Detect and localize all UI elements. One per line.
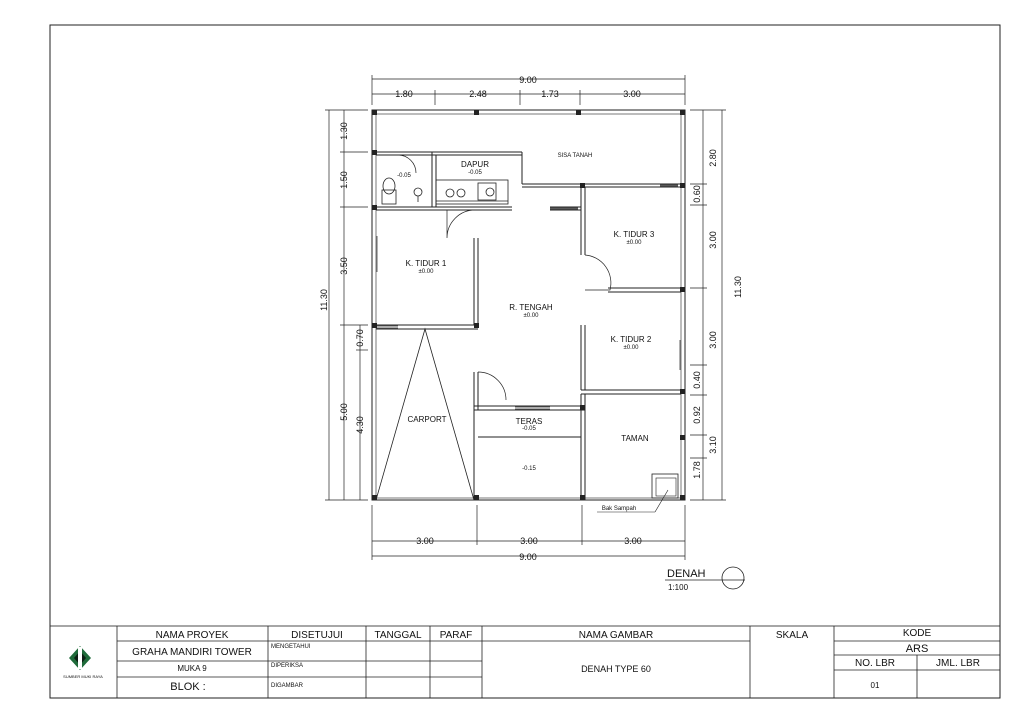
tanggal-header: TANGGAL [374, 630, 421, 641]
level-teras: -0.05 [522, 426, 536, 432]
label-tengah: R. TENGAH [509, 303, 553, 312]
label-tidur-1: K. TIDUR 1 [406, 259, 447, 268]
floor-plan [371, 109, 686, 513]
nama-gambar-value: DENAH TYPE 60 [581, 664, 651, 674]
title-block [49, 625, 1001, 699]
kode-value: ARS [906, 643, 929, 655]
dim-bottom-1: 3.00 [416, 536, 434, 546]
dim-top-4: 3.00 [623, 89, 641, 99]
plan-title-symbol [721, 566, 745, 590]
dim-bottom-total: 9.00 [519, 552, 537, 562]
kitchen-counter [435, 179, 509, 205]
level-tidur-2: ±0.00 [624, 345, 640, 351]
carport-slope [375, 327, 475, 501]
skala-header: SKALA [776, 630, 809, 641]
muka-text: MUKA 9 [177, 664, 207, 673]
level-tidur-1: ±0.00 [419, 269, 435, 275]
dim-top-3: 1.73 [541, 89, 559, 99]
label-dapur: DAPUR [461, 160, 489, 169]
level-kamar-mandi: -0.05 [397, 173, 411, 179]
digambar-label: DIGAMBAR [271, 683, 304, 689]
dim-right-8: 1.78 [692, 461, 702, 479]
dim-top-total: 9.00 [519, 75, 537, 85]
dim-left-4: 5.00 [339, 403, 349, 421]
walls [371, 109, 686, 501]
dim-left-3: 3.50 [339, 257, 349, 275]
label-bak-sampah: Bak Sampah [602, 506, 636, 512]
dim-right-6: 0.92 [692, 406, 702, 424]
label-tidur-3: K. TIDUR 3 [614, 230, 655, 239]
jml-lbr-header: JML. LBR [936, 658, 980, 669]
label-teras: TERAS [516, 417, 543, 426]
dim-left-inner-2: 4.30 [355, 416, 365, 434]
no-lbr-header: NO. LBR [855, 658, 895, 669]
dim-top-1: 1.80 [395, 89, 413, 99]
dim-right-1: 2.80 [708, 149, 718, 167]
sheet-border [49, 24, 1001, 699]
bak-sampah-box [651, 473, 679, 499]
dim-right-5: 0.40 [692, 371, 702, 389]
diperiksa-label: DIPERIKSA [271, 663, 303, 669]
dim-left-total: 11.30 [319, 289, 329, 311]
dim-right-4: 3.00 [708, 331, 718, 349]
columns [372, 110, 685, 500]
label-tidur-2: K. TIDUR 2 [611, 335, 652, 344]
plan-title-text: DENAH [667, 568, 706, 580]
room-labels: SISA TANAH DAPUR -0.05 -0.05 K. TIDUR 1 … [397, 153, 655, 512]
company-logo: SUMBER MUKI RAYA [63, 646, 103, 679]
label-taman: TAMAN [621, 434, 649, 443]
dim-top-2: 2.48 [469, 89, 487, 99]
level-front: -0.15 [522, 466, 536, 472]
label-sisa-tanah: SISA TANAH [558, 153, 593, 159]
level-tengah: ±0.00 [524, 313, 540, 319]
disetujui-header: DISETUJUI [291, 630, 343, 641]
windows [376, 184, 681, 410]
doors [397, 154, 612, 401]
dim-left-1: 1.30 [339, 122, 349, 140]
title-block-text: NAMA PROYEK GRAHA MANDIRI TOWER MUKA 9 B… [132, 628, 980, 693]
mengetahui-label: MENGETAHUI [271, 644, 311, 650]
dim-bottom-3: 3.00 [624, 536, 642, 546]
label-carport: CARPORT [408, 415, 447, 424]
paraf-header: PARAF [440, 630, 473, 641]
level-dapur: -0.05 [468, 170, 482, 176]
dimension-lines [325, 75, 726, 560]
dimension-labels: 9.00 1.80 2.48 1.73 3.00 3.00 3.00 3.00 … [319, 75, 743, 562]
dim-left-2: 1.50 [339, 171, 349, 189]
dim-right-2: 0.60 [692, 185, 702, 203]
blok-text: BLOK : [170, 681, 205, 693]
dim-right-7: 3.10 [708, 436, 718, 454]
plan-scale-text: 1:100 [668, 583, 689, 592]
plan-title: DENAH 1:100 [665, 566, 745, 592]
dim-bottom-2: 3.00 [520, 536, 538, 546]
logo-text: SUMBER MUKI RAYA [63, 674, 103, 679]
no-lbr-value: 01 [871, 681, 880, 690]
nama-proyek-header: NAMA PROYEK [156, 630, 229, 641]
toilet-fixture [381, 177, 423, 205]
bak-sampah-leader [654, 489, 669, 513]
dim-left-inner-1: 0.70 [355, 329, 365, 347]
level-tidur-3: ±0.00 [627, 240, 643, 246]
dim-right-total: 11.30 [733, 276, 743, 298]
nama-gambar-header: NAMA GAMBAR [579, 630, 653, 641]
kode-header: KODE [903, 628, 932, 639]
project-name: GRAHA MANDIRI TOWER [132, 647, 252, 658]
dim-right-3: 3.00 [708, 231, 718, 249]
